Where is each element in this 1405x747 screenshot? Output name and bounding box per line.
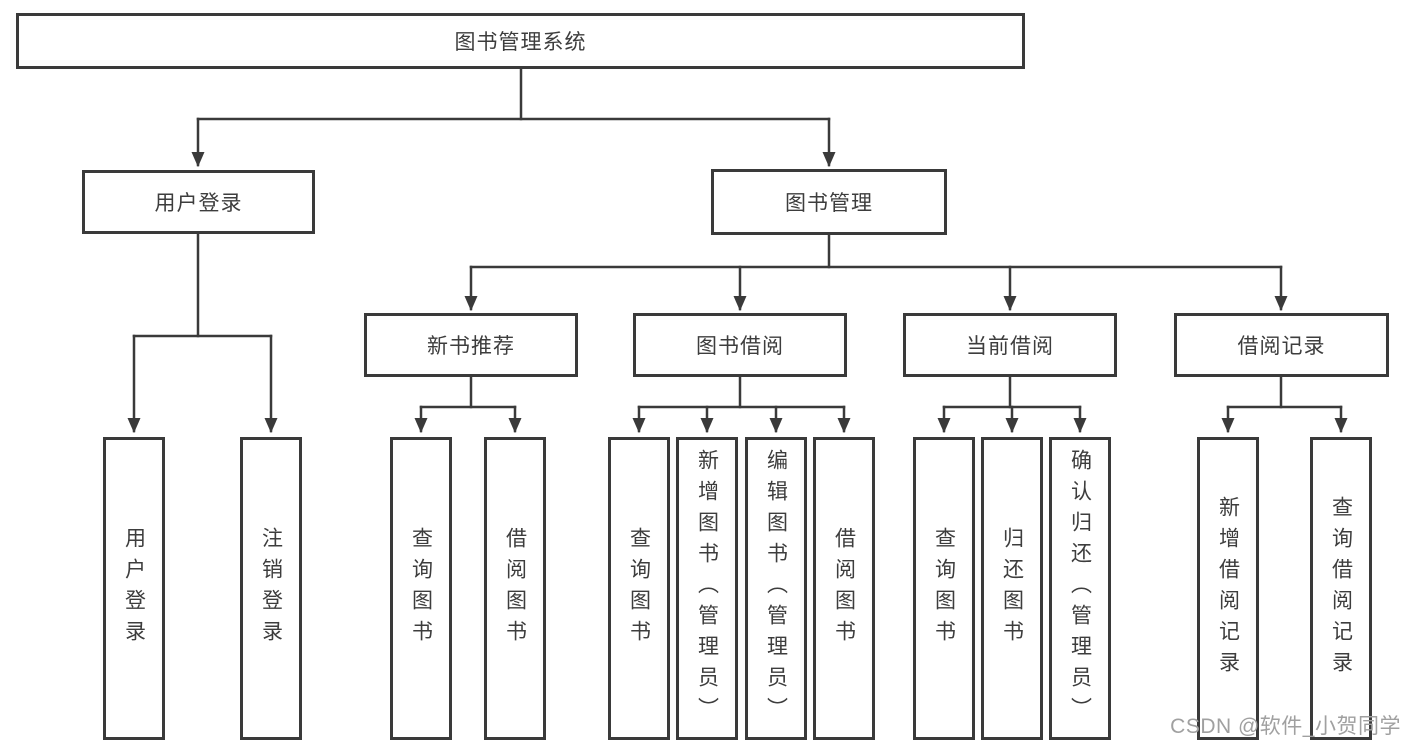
leaf-label: 确认归还（管理员） xyxy=(1068,449,1092,728)
leaf-label: 查询图书 xyxy=(409,526,433,651)
node-label: 借阅记录 xyxy=(1237,335,1326,358)
node-label: 图书借阅 xyxy=(696,335,784,358)
leaf-logout: 注销登录 xyxy=(240,437,302,740)
node-label: 图书管理 xyxy=(785,192,873,215)
node-book-borrowing: 图书借阅 xyxy=(633,313,847,377)
leaf-label: 编辑图书（管理员） xyxy=(764,449,788,728)
leaf-edit-books-admin: 编辑图书（管理员） xyxy=(745,437,807,740)
leaf-add-borrow-record: 新增借阅记录 xyxy=(1197,437,1259,740)
leaf-add-books-admin: 新增图书（管理员） xyxy=(676,437,738,740)
node-label: 当前借阅 xyxy=(966,335,1054,358)
node-current-borrowing: 当前借阅 xyxy=(903,313,1117,377)
leaf-search-books-recommend: 查询图书 xyxy=(390,437,452,740)
leaf-user-login: 用户登录 xyxy=(103,437,165,740)
leaf-label: 借阅图书 xyxy=(832,526,856,651)
node-new-book-recommendation: 新书推荐 xyxy=(364,313,578,377)
leaf-label: 借阅图书 xyxy=(503,526,527,651)
leaf-search-books-current: 查询图书 xyxy=(913,437,975,740)
node-user-login: 用户登录 xyxy=(82,170,315,234)
leaf-label: 查询图书 xyxy=(932,526,956,651)
node-borrowing-records: 借阅记录 xyxy=(1174,313,1389,377)
leaf-borrow-books-recommend: 借阅图书 xyxy=(484,437,546,740)
leaf-label: 新增图书（管理员） xyxy=(695,449,719,728)
leaf-borrow-books-borrowing: 借阅图书 xyxy=(813,437,875,740)
node-label: 新书推荐 xyxy=(427,335,515,358)
leaf-return-books: 归还图书 xyxy=(981,437,1043,740)
node-label: 图书管理系统 xyxy=(454,31,587,54)
leaf-label: 注销登录 xyxy=(259,526,283,651)
leaf-label: 归还图书 xyxy=(1000,526,1024,651)
node-library-management-system: 图书管理系统 xyxy=(16,13,1025,69)
leaf-label: 查询借阅记录 xyxy=(1329,495,1353,682)
node-book-management: 图书管理 xyxy=(711,169,947,235)
leaf-search-books-borrowing: 查询图书 xyxy=(608,437,670,740)
node-label: 用户登录 xyxy=(154,192,243,215)
leaf-search-borrow-record: 查询借阅记录 xyxy=(1310,437,1372,740)
leaf-label: 查询图书 xyxy=(627,526,651,651)
leaf-label: 新增借阅记录 xyxy=(1216,495,1240,682)
leaf-confirm-return-admin: 确认归还（管理员） xyxy=(1049,437,1111,740)
leaf-label: 用户登录 xyxy=(122,526,146,651)
